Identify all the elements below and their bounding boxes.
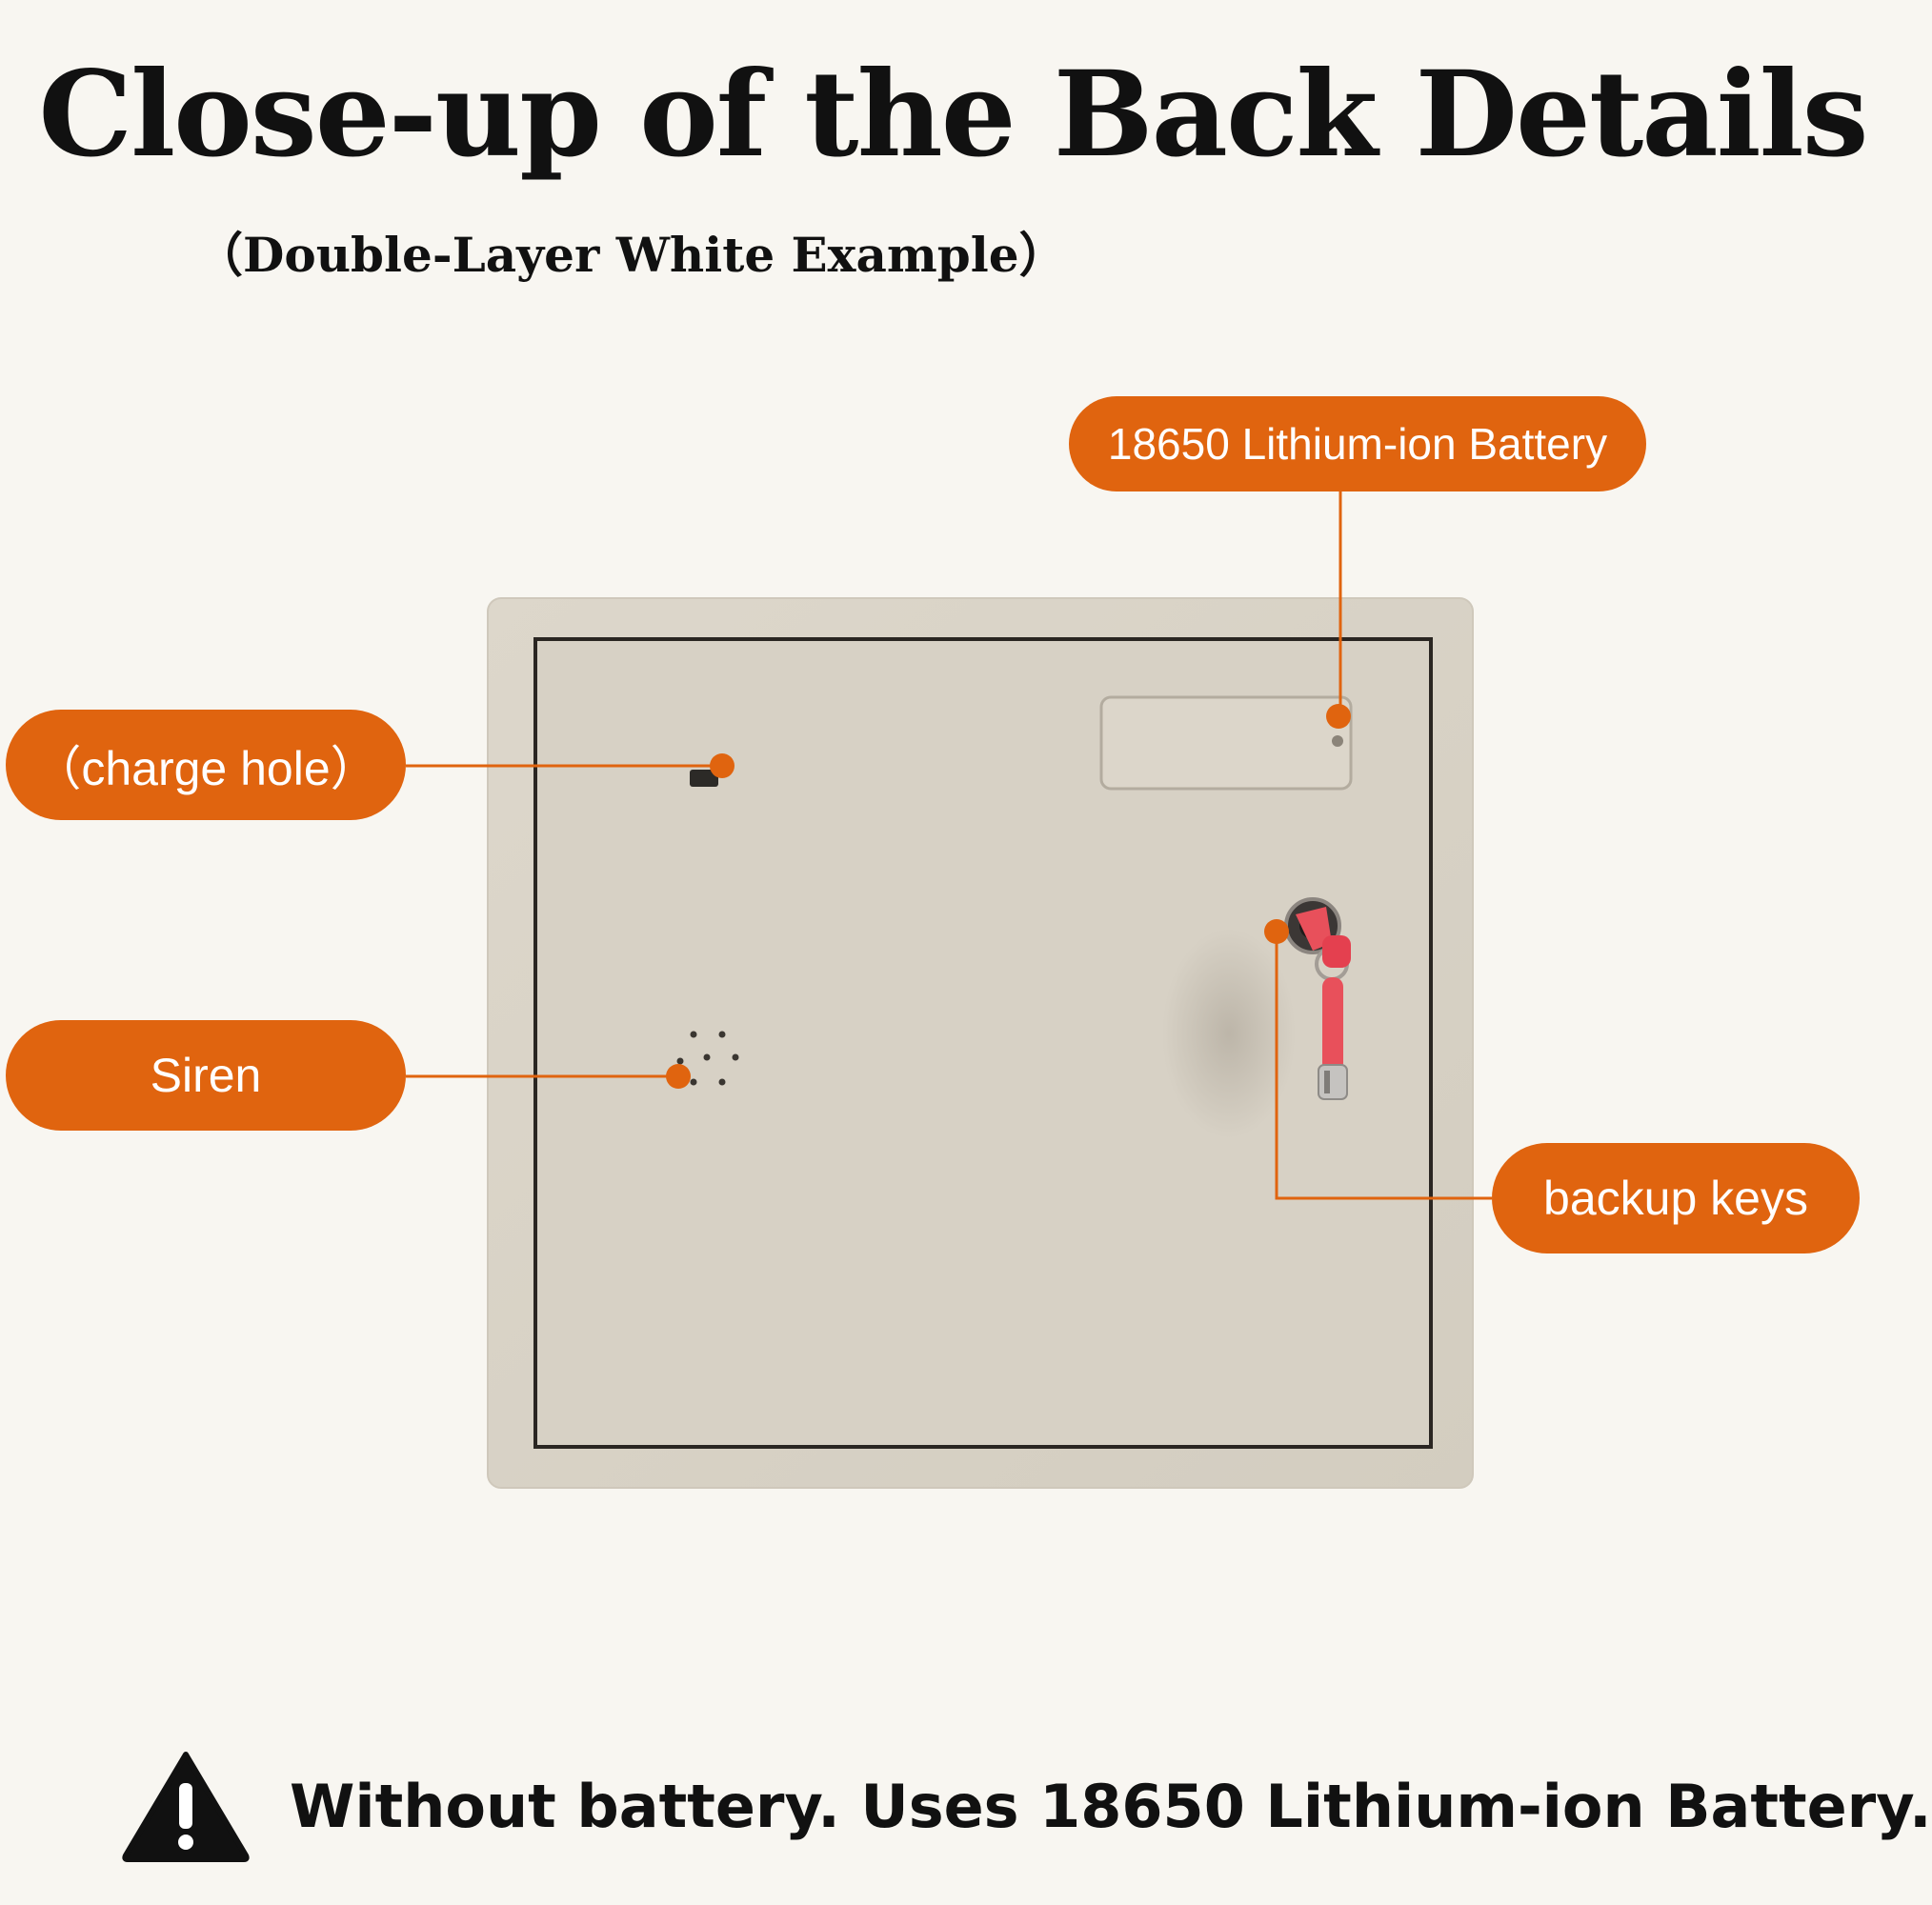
charge-port <box>690 770 718 787</box>
callout-battery: 18650 Lithium-ion Battery <box>1069 396 1646 491</box>
page-title: Close-up of the Back Details <box>38 46 1868 184</box>
callout-dot-charge <box>710 753 735 778</box>
callout-dot-battery <box>1326 704 1351 729</box>
callout-charge-hole: （charge hole） <box>6 710 406 820</box>
key-shadow <box>1162 929 1296 1138</box>
callout-siren: Siren <box>6 1020 406 1131</box>
battery-cover <box>1099 695 1353 791</box>
callout-dot-keys <box>1264 919 1289 944</box>
battery-cover-screw <box>1332 735 1343 747</box>
callout-backup-keys: backup keys <box>1492 1143 1860 1253</box>
battery-notice: Without battery. Uses 18650 Lithium-ion … <box>120 1749 1932 1863</box>
siren-holes <box>676 1031 739 1086</box>
warning-triangle-icon <box>122 1752 250 1862</box>
notice-text: Without battery. Uses 18650 Lithium-ion … <box>290 1771 1932 1841</box>
callout-line-keys <box>1275 933 1492 1200</box>
page-subtitle: （Double-Layer White Example） <box>195 227 1067 283</box>
callout-dot-siren <box>666 1064 691 1089</box>
